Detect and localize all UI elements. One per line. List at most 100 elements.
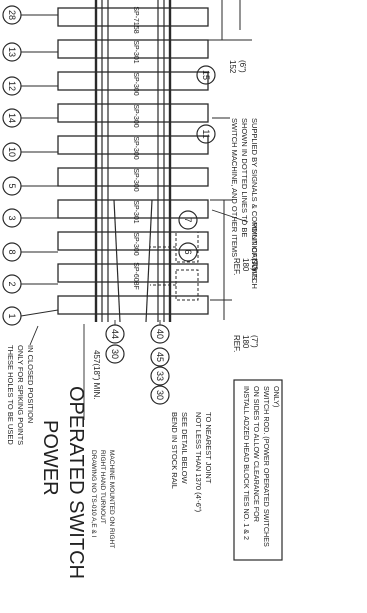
svg-text:SWITCH ROD. (POWER OPERATED SW: SWITCH ROD. (POWER OPERATED SWITCHES [262,386,271,547]
svg-text:13: 13 [7,47,17,57]
callout-12: 12 [2,76,58,96]
dim-152-inches: (6") [238,60,247,73]
svg-text:1: 1 [7,313,17,318]
tie [57,7,209,27]
tie-plate-label: SP-300 [132,168,139,191]
callout-40: 40 [150,320,170,344]
callout-30-bottom: 30 [150,385,170,405]
switch-machine-outline [150,231,199,301]
callout-7: 7 [178,210,198,230]
tie [57,71,209,91]
right-dimension-lines [208,0,252,320]
tie-plate-labels: SP-7158 SP-301 SP-300 SP-300 SP-300 SP-3… [132,6,139,289]
dim-152: 152 [228,60,237,74]
svg-text:INSTALL ADZED HEAD BLOCK TIES: INSTALL ADZED HEAD BLOCK TIES NO. 1 & 2 [242,386,251,540]
callout-30-top: 30 [105,344,125,364]
svg-text:10: 10 [7,147,17,157]
svg-text:6: 6 [183,249,193,254]
ref-label-2: REF. [232,335,241,352]
ref-value-2: 180 [241,335,250,349]
machine-note: SWITCH MACHINE, AND OTHER ITEMS SHOWN IN… [212,117,259,280]
tie-plate-label: SP-7158 [132,6,139,33]
callout-45: 45 [150,347,170,367]
ref-label-1: REF. [232,258,241,275]
svg-text:NOT LESS THAN 1370 (4'-6"): NOT LESS THAN 1370 (4'-6") [194,412,203,513]
drawing-subtitle-1: RIGHT HAND TURNOUT [99,450,106,524]
svg-text:POINT OF SWITCH: POINT OF SWITCH [250,222,259,289]
ref-inches-2: (7") [250,335,259,348]
svg-text:44: 44 [110,329,120,339]
svg-text:BEND IN STOCK RAIL: BEND IN STOCK RAIL [170,412,179,489]
tie [57,295,209,315]
svg-text:5: 5 [7,183,17,188]
callout-14: 14 [2,108,58,128]
tie [57,135,209,155]
svg-text:40: 40 [155,329,165,339]
install-note: INSTALL ADZED HEAD BLOCK TIES NO. 1 & 2 … [233,379,283,561]
title-block: POWER OPERATED SWITCH DRAWING NO TS-010 … [39,386,115,579]
callout-8: 8 [2,242,58,262]
svg-text:SEE DETAIL BELOW: SEE DETAIL BELOW [180,412,189,485]
svg-text:SWITCH MACHINE, AND OTHER ITEM: SWITCH MACHINE, AND OTHER ITEMS [230,118,239,257]
min-clearance-dimension: 457(18") MIN. [92,350,101,400]
bend-note: BEND IN STOCK RAIL SEE DETAIL BELOW NOT … [170,412,213,513]
tie-plate-label: SP-300 [132,104,139,127]
callout-44: 44 [105,320,125,344]
callout-6: 6 [178,242,198,262]
tie [57,167,209,187]
svg-text:SHOWN IN DOTTED LINES TO BE: SHOWN IN DOTTED LINES TO BE [240,118,249,237]
svg-text:SUPPLIED BY SIGNALS & COMMUNIC: SUPPLIED BY SIGNALS & COMMUNICATIONS [250,118,259,280]
svg-text:IN CLOSED POSITION: IN CLOSED POSITION [26,345,35,423]
callout-13: 13 [2,42,58,62]
track-plan: SP-7158 SP-301 SP-300 SP-300 SP-300 SP-3… [57,0,252,323]
svg-text:30: 30 [155,390,165,400]
drawing-subtitle-2: MACHINE MOUNTED ON RIGHT [108,450,115,548]
title-line-2: OPERATED SWITCH [65,386,87,579]
tie-plate-label: SP-608F [132,262,139,290]
ref-inches-1: (7") [250,258,259,271]
svg-text:33: 33 [155,371,165,381]
tie [57,263,209,283]
tie-plate-label: SP-301 [132,200,139,223]
tie-plate-label: SP-300 [132,72,139,95]
callout-5: 5 [2,176,58,196]
svg-text:11: 11 [201,129,211,138]
ties [57,7,209,315]
callout-3: 3 [2,208,58,228]
svg-text:28: 28 [7,10,17,20]
callouts: 28 13 12 14 10 5 3 [2,5,216,405]
callout-11: 11 [196,124,216,144]
svg-text:12: 12 [7,81,17,91]
holes-note: THESE HOLES TO BE USED ONLY FOR SPIKING … [6,325,39,445]
rails [94,0,172,323]
tie-plate-label: SP-300 [132,232,139,255]
callout-1: 1 [2,306,59,326]
notes: THESE HOLES TO BE USED ONLY FOR SPIKING … [6,117,283,561]
title-line-1: POWER [39,420,61,496]
svg-text:TO NEAREST JOINT: TO NEAREST JOINT [204,412,213,484]
svg-text:45: 45 [155,352,165,362]
callout-10: 10 [2,142,58,162]
tie [57,39,209,59]
svg-text:ONLY): ONLY) [272,386,281,407]
callout-15: 15 [196,65,216,85]
svg-text:ON SIDES TO ALLOW CLEARANCE FO: ON SIDES TO ALLOW CLEARANCE FOR [252,386,261,522]
svg-text:14: 14 [7,113,17,123]
svg-text:8: 8 [7,249,17,254]
svg-text:7: 7 [183,217,193,222]
callout-2: 2 [2,274,58,294]
svg-text:15: 15 [201,70,211,80]
tie [57,103,209,123]
svg-text:THESE HOLES TO BE USED: THESE HOLES TO BE USED [6,345,15,445]
point-of-switch-note: POINT OF SWITCH [211,209,259,289]
callout-28: 28 [2,5,58,25]
tie [57,199,209,219]
tie-plate-label: SP-300 [132,136,139,159]
dimension-labels: 457(18") MIN. 152 (6") REF. 180 (7") REF… [83,60,259,420]
svg-text:30: 30 [110,349,120,359]
svg-text:2: 2 [7,281,17,286]
tie-plate-label: SP-301 [132,40,139,63]
svg-text:ONLY FOR SPIKING POINTS: ONLY FOR SPIKING POINTS [16,345,25,445]
drawing-number: DRAWING NO TS-010 A,E & I [90,450,97,538]
